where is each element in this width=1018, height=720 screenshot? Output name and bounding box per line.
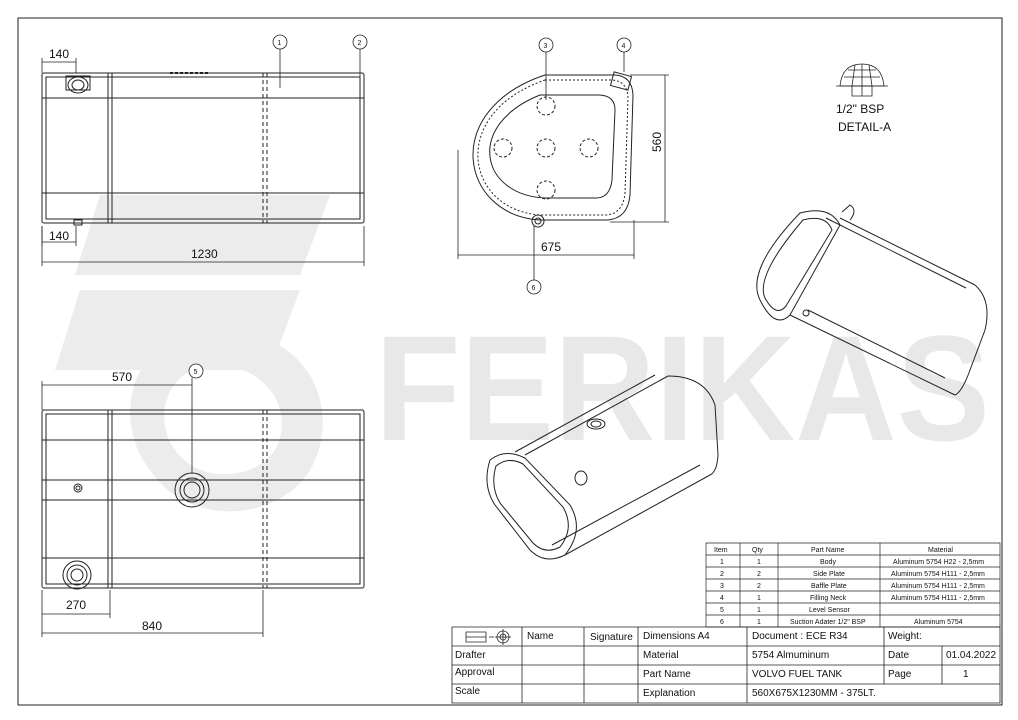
detail-title: DETAIL-A bbox=[838, 120, 891, 134]
svg-text:3: 3 bbox=[544, 43, 548, 50]
tb-date-label: Date bbox=[888, 650, 910, 661]
svg-text:1: 1 bbox=[278, 40, 282, 47]
dim-front-length: 1230 bbox=[191, 247, 218, 261]
svg-text:Material: Material bbox=[928, 547, 953, 554]
sheet-border bbox=[18, 18, 1002, 705]
svg-text:1: 1 bbox=[757, 607, 761, 614]
svg-text:1: 1 bbox=[720, 559, 724, 566]
svg-text:Item: Item bbox=[714, 547, 728, 554]
balloon-5: 5 bbox=[189, 364, 203, 378]
tb-signature-label: Signature bbox=[590, 632, 633, 643]
tb-dimensions: Dimensions A4 bbox=[643, 631, 710, 642]
svg-text:1: 1 bbox=[757, 619, 761, 626]
end-view bbox=[473, 72, 633, 227]
svg-text:Aluminum 5754: Aluminum 5754 bbox=[914, 619, 963, 626]
svg-text:Aluminum 5754 H111 - 2,5mm: Aluminum 5754 H111 - 2,5mm bbox=[891, 583, 985, 590]
svg-text:6: 6 bbox=[532, 285, 536, 292]
dim-top-neck: 270 bbox=[66, 598, 86, 612]
svg-text:2: 2 bbox=[358, 40, 362, 47]
dim-front-top-left: 140 bbox=[49, 47, 69, 61]
svg-text:5: 5 bbox=[194, 369, 198, 376]
svg-text:2: 2 bbox=[720, 571, 724, 578]
balloon-1: 1 bbox=[273, 35, 287, 49]
parts-table-header: Item Qty Part Name Material bbox=[714, 547, 953, 554]
svg-text:Qty: Qty bbox=[752, 547, 763, 554]
tb-material-label: Material bbox=[643, 650, 679, 661]
svg-text:Level Sensor: Level Sensor bbox=[809, 607, 851, 614]
dim-top-suction: 840 bbox=[142, 619, 162, 633]
tb-material-value: 5754 Almuminum bbox=[752, 650, 829, 661]
svg-text:Body: Body bbox=[820, 559, 836, 566]
balloon-3: 3 bbox=[539, 38, 553, 52]
svg-text:Aluminum 5754 H22 - 2,5mm: Aluminum 5754 H22 - 2,5mm bbox=[893, 559, 984, 566]
tb-approval-label: Approval bbox=[455, 667, 494, 678]
tb-name-label: Name bbox=[527, 631, 554, 642]
tb-part-name-value: VOLVO FUEL TANK bbox=[752, 669, 843, 680]
svg-text:Aluminum 5754 H111 - 2,5mm: Aluminum 5754 H111 - 2,5mm bbox=[891, 595, 985, 602]
balloon-4: 4 bbox=[617, 38, 631, 52]
title-block bbox=[452, 627, 1000, 703]
tb-date-value: 01.04.2022 bbox=[946, 650, 996, 661]
detail-thread-label: 1/2" BSP bbox=[836, 102, 884, 116]
front-view bbox=[42, 73, 364, 225]
svg-text:Aluminum 5754 H111 - 2,5mm: Aluminum 5754 H111 - 2,5mm bbox=[891, 571, 985, 578]
svg-text:6: 6 bbox=[720, 619, 724, 626]
tb-scale-label: Scale bbox=[455, 686, 480, 697]
dim-end-height: 560 bbox=[650, 132, 664, 152]
watermark-brand: FERIKAS bbox=[375, 304, 990, 472]
dim-top-offset: 570 bbox=[112, 370, 132, 384]
svg-text:5: 5 bbox=[720, 607, 724, 614]
tb-page-value: 1 bbox=[963, 669, 969, 680]
svg-text:2: 2 bbox=[757, 583, 761, 590]
parts-table bbox=[706, 543, 1000, 627]
svg-text:1: 1 bbox=[757, 559, 761, 566]
dim-front-bottom-left: 140 bbox=[49, 229, 69, 243]
top-view-dimensions bbox=[42, 378, 263, 637]
tb-explanation-label: Explanation bbox=[643, 688, 695, 699]
svg-text:1: 1 bbox=[757, 595, 761, 602]
tb-weight-label: Weight: bbox=[888, 631, 922, 642]
projection-symbol-icon bbox=[466, 629, 511, 645]
front-view-dimensions bbox=[42, 48, 364, 266]
svg-text:2: 2 bbox=[757, 571, 761, 578]
tb-drafter-label: Drafter bbox=[455, 650, 486, 661]
svg-text:Part Name: Part Name bbox=[811, 547, 845, 554]
svg-text:4: 4 bbox=[622, 43, 626, 50]
svg-text:3: 3 bbox=[720, 583, 724, 590]
dim-end-width: 675 bbox=[541, 240, 561, 254]
tb-explanation-value: 560X675X1230MM - 375LT. bbox=[752, 688, 876, 699]
balloon-6: 6 bbox=[527, 280, 541, 294]
tb-page-label: Page bbox=[888, 669, 912, 680]
svg-text:Baffle Plate: Baffle Plate bbox=[811, 583, 847, 590]
svg-text:Filling Neck: Filling Neck bbox=[810, 595, 847, 602]
tb-part-name-label: Part Name bbox=[643, 669, 691, 680]
svg-text:Side Plate: Side Plate bbox=[813, 571, 845, 578]
parts-table-rows: 1 1 Body Aluminum 5754 H22 - 2,5mm 2 2 S… bbox=[720, 559, 985, 626]
svg-text:4: 4 bbox=[720, 595, 724, 602]
end-view-dimensions bbox=[458, 52, 669, 280]
tb-document: Document : ECE R34 bbox=[752, 631, 848, 642]
watermark-logo bbox=[55, 195, 330, 512]
iso-view-right bbox=[757, 205, 987, 395]
top-view bbox=[42, 410, 364, 589]
iso-view-center bbox=[487, 375, 718, 559]
detail-a-view bbox=[836, 64, 888, 96]
svg-text:Suction Adater 1/2" BSP: Suction Adater 1/2" BSP bbox=[790, 619, 866, 626]
balloon-2: 2 bbox=[353, 35, 367, 49]
